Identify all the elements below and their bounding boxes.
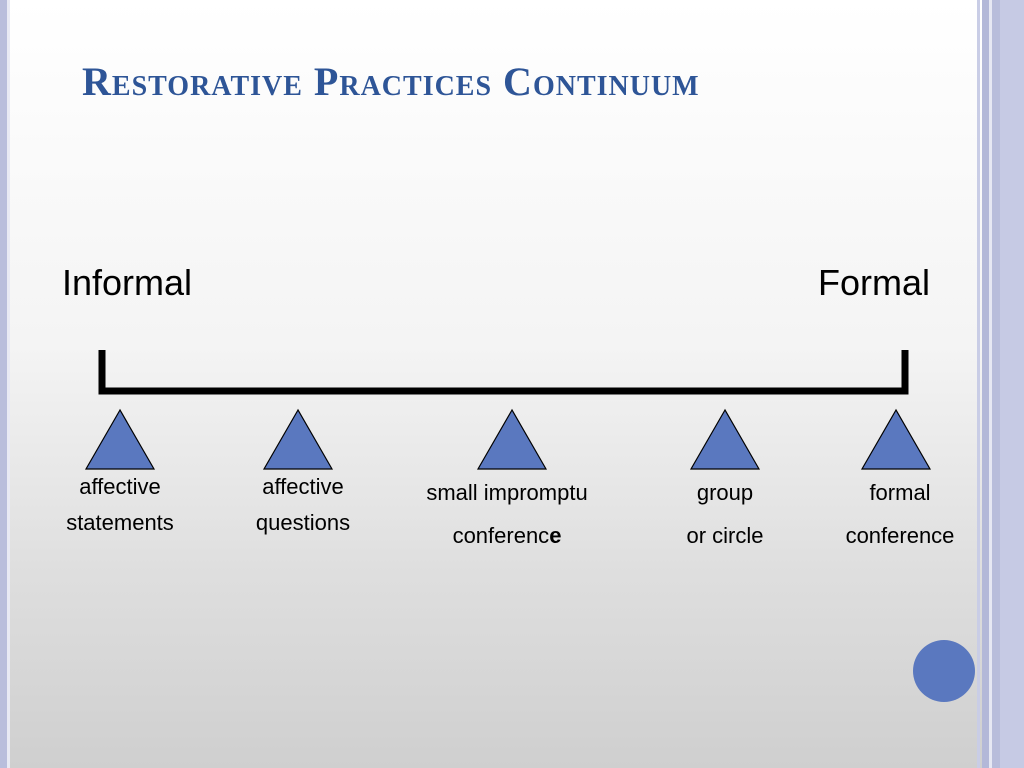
triangle-formal-conference [860,408,932,470]
item-line2-bold-tail: e [549,523,562,548]
item-line1: formal [869,480,931,505]
item-line2: or circle [686,523,764,548]
item-line1: affective [262,474,344,499]
item-line1: small impromptu [426,480,588,505]
right-border-stripe-4 [992,0,1000,768]
item-affective-statements: affective statements [40,469,200,541]
right-border-stripe-3 [989,0,992,768]
item-line1: group [696,480,754,505]
left-border-highlight [7,0,10,768]
triangle-affective-statements [84,408,156,470]
right-border-stripe-1 [977,0,980,768]
item-line2-wrap: conference [397,514,617,557]
item-line2: questions [255,510,351,535]
item-small-impromptu-conference: small impromptu conference [397,471,617,557]
triangle-small-impromptu-conference [476,408,548,470]
item-line1: affective [79,474,161,499]
item-group-or-circle: group or circle [650,471,800,557]
item-affective-questions: affective questions [223,469,383,541]
item-line2: conference [845,523,955,548]
triangle-affective-questions [262,408,334,470]
item-formal-conference: formal conference [820,471,980,557]
item-line2: conferenc [452,523,550,548]
formal-label: Formal [818,262,931,303]
slide-title: Restorative Practices Continuum [82,59,700,104]
informal-label: Informal [62,262,193,303]
triangle-group-or-circle [689,408,761,470]
right-border-stripe-2 [982,0,989,768]
decorative-circle [913,640,975,702]
right-border-stripe-5 [1000,0,1024,768]
item-line2: statements [66,510,174,535]
left-border-stripe [0,0,7,768]
continuum-bracket [98,350,909,395]
